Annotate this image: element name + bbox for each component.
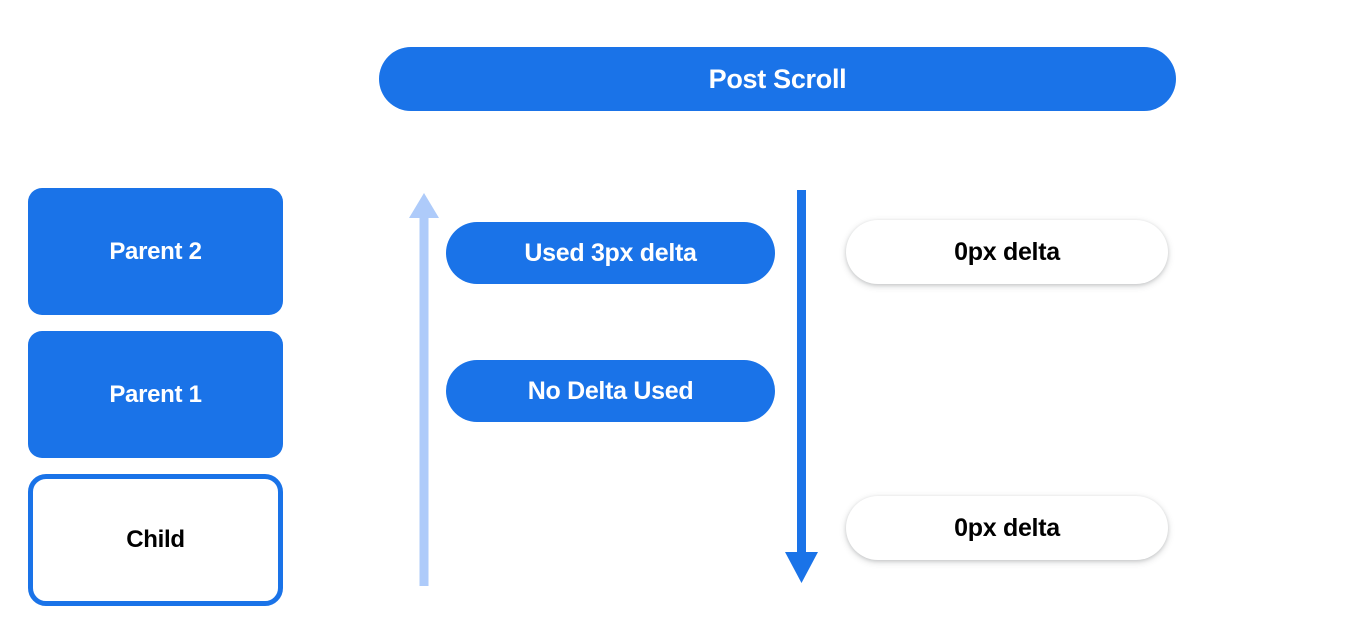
stack-box-parent-1: Parent 1 [28,331,283,458]
consumed-delta-label: No Delta Used [527,376,694,405]
stack-box-label: Child [126,526,185,553]
element-stack: Parent 2 Parent 1 Child [28,188,283,606]
consumed-delta-pill-1: Used 3px delta [446,222,775,284]
propagate-down-arrow [779,190,825,591]
consumed-delta-pill-2: No Delta Used [446,360,775,422]
stack-box-child: Child [28,474,283,606]
stack-box-parent-2: Parent 2 [28,188,283,315]
remaining-delta-pill-2: 0px delta [846,496,1168,560]
stack-box-label: Parent 1 [109,380,202,408]
consumed-delta-label: Used 3px delta [524,238,697,267]
remaining-delta-pill-1: 0px delta [846,220,1168,284]
page-title: Post Scroll [708,63,847,94]
stack-box-label: Parent 2 [109,237,202,265]
remaining-delta-label: 0px delta [954,513,1060,542]
bubble-up-arrow [404,190,444,591]
post-scroll-header: Post Scroll [379,47,1176,111]
remaining-delta-label: 0px delta [954,237,1060,266]
